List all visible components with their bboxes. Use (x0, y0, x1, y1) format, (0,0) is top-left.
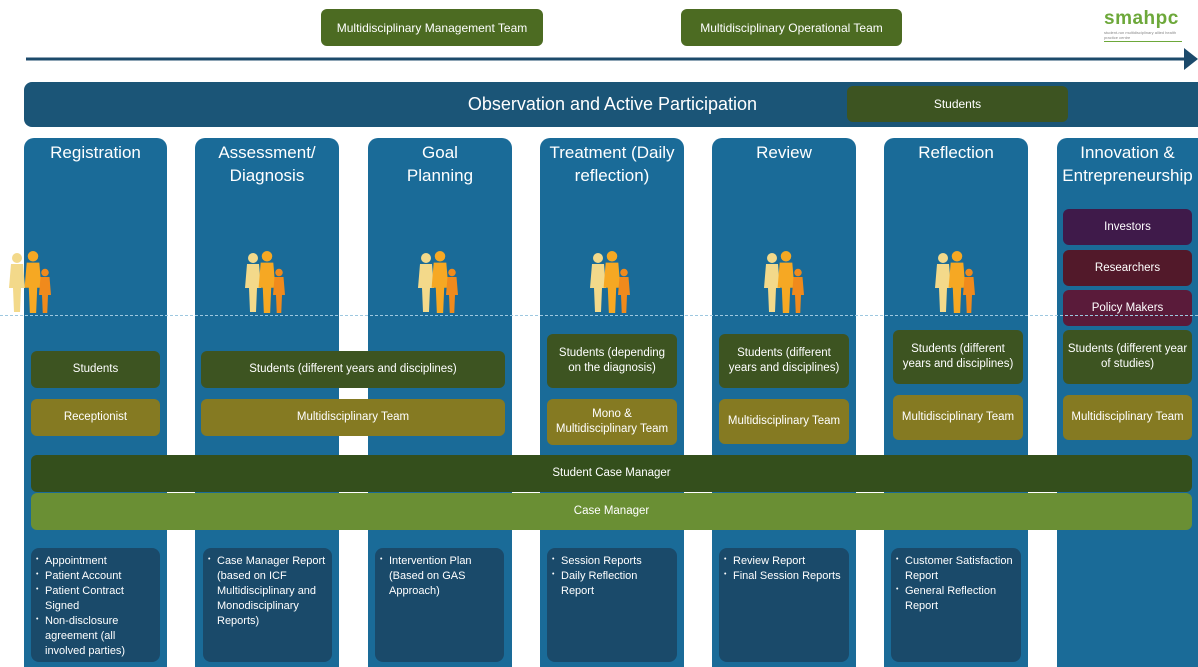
logo-text: smahpc (1104, 8, 1179, 29)
reports-goal: Intervention Plan (Based on GAS Approach… (375, 548, 504, 662)
smahpc-logo: smahpc student-run multidisciplinary all… (1104, 8, 1184, 48)
title-reflection: Reflection (918, 143, 994, 162)
student-case-manager-bar: Student Case Manager (31, 455, 1192, 492)
report-item: Patient Contract Signed (36, 582, 154, 614)
report-item: General Reflection Report (896, 582, 1015, 614)
students-box-registration: Students (31, 351, 160, 388)
banner-students-box: Students (847, 86, 1068, 122)
banner-title: Observation and Active Participation (467, 94, 758, 114)
students-box-treatment: Students (depending on the diagnosis) (547, 334, 677, 388)
reports-assessment: Case Manager Report (based on ICF Multid… (203, 548, 332, 662)
title-assessment: Assessment/ Diagnosis (218, 143, 316, 185)
report-item: Daily Reflection Report (552, 567, 671, 599)
title-treatment: Treatment (Daily reflection) (549, 143, 675, 185)
report-item: Appointment (36, 552, 154, 569)
report-item: Session Reports (552, 552, 671, 569)
team-box-review: Multidisciplinary Team (719, 399, 849, 444)
reports-registration: Appointment Patient Account Patient Cont… (31, 548, 160, 662)
title-registration: Registration (50, 143, 141, 162)
people-icon-treatment (590, 251, 630, 313)
report-item: Customer Satisfaction Report (896, 552, 1015, 584)
logo-tagline: student-run multidisciplinary allied hea… (1104, 30, 1177, 40)
researchers-box: Researchers (1063, 250, 1192, 286)
case-manager-bar: Case Manager (31, 493, 1192, 530)
reports-reflection: Customer Satisfaction Report General Ref… (891, 548, 1021, 662)
logo-underline (1104, 41, 1182, 42)
report-item: Review Report (724, 552, 843, 569)
dashed-line (0, 315, 1198, 316)
policy-makers-box: Policy Makers (1063, 290, 1192, 326)
report-item: Case Manager Report (based on ICF Multid… (208, 552, 326, 629)
title-innovation: Innovation & Entrepreneurship (1062, 143, 1193, 185)
operational-team-box: Multidisciplinary Operational Team (681, 9, 902, 46)
students-box-review: Students (different years and discipline… (719, 334, 849, 388)
report-item: Non-disclosure agreement (all involved p… (36, 612, 154, 659)
people-icon-registration (245, 251, 285, 313)
report-item: Patient Account (36, 567, 154, 584)
timeline-arrow (26, 48, 1198, 70)
management-team-box: Multidisciplinary Management Team (321, 9, 543, 46)
students-box-assessment-goal: Students (different years and discipline… (201, 351, 505, 388)
team-box-innovation: Multidisciplinary Team (1063, 395, 1192, 440)
reports-treatment: Session Reports Daily Reflection Report (547, 548, 677, 662)
students-box-reflection: Students (different years and discipline… (893, 330, 1023, 384)
team-box-assessment-goal: Multidisciplinary Team (201, 399, 505, 436)
team-box-reflection: Multidisciplinary Team (893, 395, 1023, 440)
people-icon-left-edge (9, 251, 51, 313)
report-item: Intervention Plan (Based on GAS Approach… (380, 552, 498, 599)
reports-review: Review Report Final Session Reports (719, 548, 849, 662)
people-icon-goal (418, 251, 458, 313)
people-icon-review (764, 251, 804, 313)
receptionist-box: Receptionist (31, 399, 160, 436)
people-icon-reflection (935, 251, 975, 313)
students-box-innovation: Students (different year of studies) (1063, 330, 1192, 384)
report-item: Final Session Reports (724, 567, 843, 584)
title-review: Review (756, 143, 812, 162)
title-goal-planning: Goal Planning (406, 143, 474, 185)
investors-box: Investors (1063, 209, 1192, 245)
team-box-treatment: Mono & Multidisciplinary Team (547, 399, 677, 445)
